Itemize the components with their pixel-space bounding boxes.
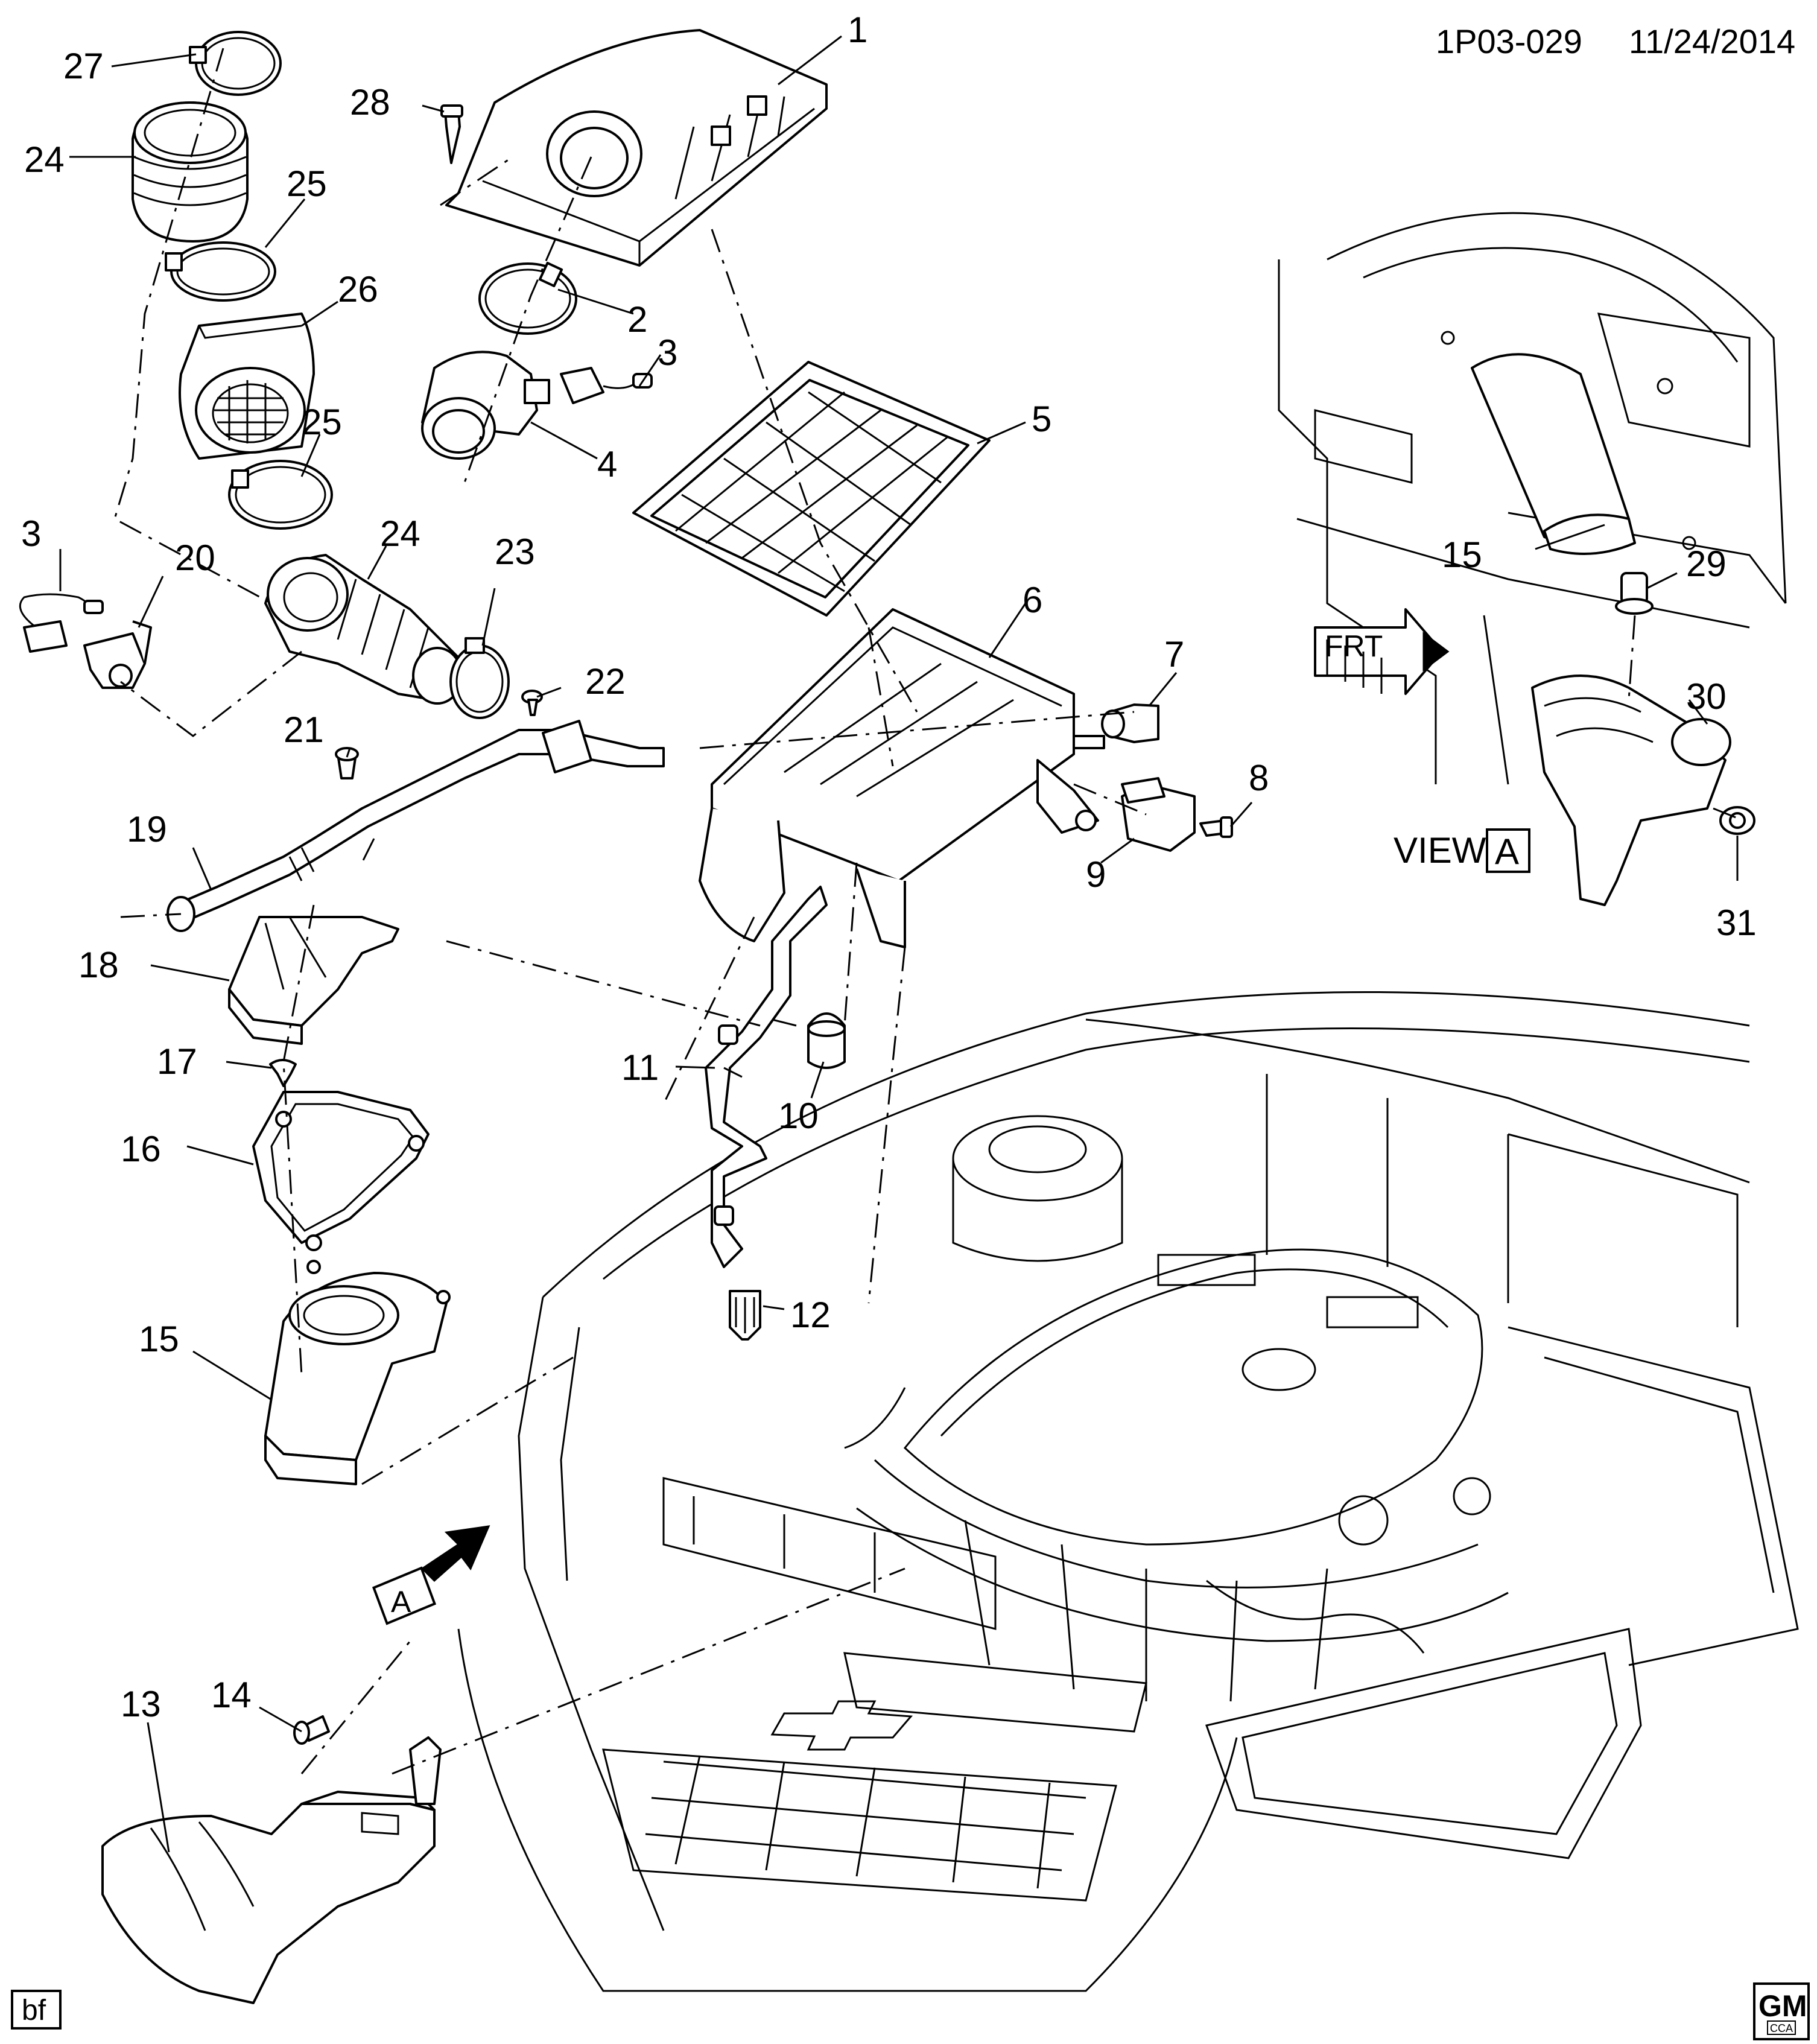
part-13-lower-air-duct <box>101 1736 442 2004</box>
part-12-fitting <box>729 1290 761 1341</box>
callout-11: 11 <box>621 1047 659 1088</box>
part-21-bolt <box>335 747 359 779</box>
callout-14: 14 <box>211 1675 252 1715</box>
part-3-wiring-connector-upper <box>560 367 653 404</box>
part-16-seal <box>252 1091 430 1251</box>
callout-17: 17 <box>157 1041 197 1082</box>
part-28-screw <box>440 104 463 164</box>
part-17-push-pin <box>269 1059 297 1087</box>
callout-18: 18 <box>78 945 119 985</box>
part-25-clamp-upper <box>165 241 276 302</box>
callout-7: 7 <box>1164 634 1184 674</box>
callout-12: 12 <box>790 1295 831 1335</box>
part-11-vent-hose <box>705 886 828 1268</box>
part-27-clamp <box>189 31 282 96</box>
vehicle-front-illustration <box>457 991 1799 1992</box>
part-4-maf-sensor-housing <box>421 351 550 460</box>
part-25-clamp-lower <box>228 460 333 530</box>
view-letter: A <box>1495 831 1519 872</box>
callout-numbers: 1 2 3 4 5 6 7 8 9 10 11 12 13 14 15 16 1… <box>21 10 1757 1724</box>
callout-9: 9 <box>1086 854 1106 895</box>
part-19-pcv-tube <box>166 720 665 932</box>
callout-26: 26 <box>338 269 378 309</box>
part-9-sensor <box>1121 777 1196 852</box>
callout-27: 27 <box>63 46 104 86</box>
callout-1: 1 <box>848 10 867 50</box>
callout-29: 29 <box>1686 544 1727 584</box>
callout-13: 13 <box>121 1684 161 1724</box>
part-7-grommet <box>1101 703 1159 743</box>
alignment-center-lines <box>113 48 1744 1775</box>
gm-logo-sub: CCA <box>1770 2022 1793 2034</box>
part-8-bolt <box>1199 816 1233 838</box>
callout-28: 28 <box>350 82 390 122</box>
callout-25-upper: 25 <box>287 163 327 204</box>
callout-4: 4 <box>597 444 617 484</box>
callout-15: 15 <box>139 1319 179 1359</box>
callout-10: 10 <box>778 1096 819 1136</box>
callout-24-lower: 24 <box>380 513 420 554</box>
callout-5: 5 <box>1032 399 1051 439</box>
callout-23: 23 <box>495 532 535 572</box>
part-5-air-filter-element <box>632 361 991 617</box>
part-18-duct-seal <box>228 916 399 1045</box>
callout-21: 21 <box>284 709 324 750</box>
diagram-date: 11/24/2014 <box>1629 22 1795 60</box>
part-14-bolt <box>293 1715 330 1745</box>
callout-30: 30 <box>1686 676 1727 717</box>
view-a-inset: FRT VIEW A <box>1278 212 1787 906</box>
part-26-resonator <box>179 313 315 460</box>
part-23-clamp <box>449 637 510 719</box>
front-arrow-icon <box>1314 608 1443 695</box>
part-24-duct-upper <box>132 101 249 243</box>
view-word: VIEW <box>1394 830 1486 871</box>
callout-6: 6 <box>1023 580 1042 620</box>
view-a-arrow-letter: A <box>391 1585 411 1619</box>
part-15-air-inlet-duct <box>264 1260 451 1485</box>
part-20-sensor <box>83 620 152 689</box>
gm-logo-text: GM <box>1758 1989 1807 2023</box>
view-a-arrow-icon: A <box>372 1525 490 1625</box>
front-label: FRT <box>1325 629 1383 663</box>
callout-24-upper: 24 <box>24 139 65 180</box>
part-3-wiring-connector-lower <box>19 593 104 653</box>
callout-25-lower: 25 <box>302 402 342 442</box>
part-6-air-cleaner-housing-lower <box>699 608 1105 948</box>
callout-22: 22 <box>585 661 626 702</box>
gm-logo: GM CCA <box>1753 1982 1810 2040</box>
corner-code-text: bf <box>22 1995 46 2027</box>
callout-3: 3 <box>658 332 677 373</box>
part-2-clamp <box>478 261 577 335</box>
callout-19: 19 <box>127 809 167 849</box>
callout-2: 2 <box>627 299 647 340</box>
callout-8: 8 <box>1249 758 1269 798</box>
callout-16: 16 <box>121 1129 161 1169</box>
callout-20: 20 <box>175 538 215 578</box>
part-1-air-cleaner-housing-upper <box>445 29 828 267</box>
view-letter-box <box>1486 828 1530 873</box>
footer-corner-code: bf <box>11 1990 62 2030</box>
callout-15-view-a: 15 <box>1442 535 1482 575</box>
callout-leader-lines <box>59 35 1739 1853</box>
callout-3-lower: 3 <box>21 513 41 554</box>
part-24-duct-lower <box>264 554 463 705</box>
callout-31: 31 <box>1716 903 1757 943</box>
part-10-grommet <box>807 1012 846 1069</box>
diagram-id: 1P03-029 <box>1436 22 1582 60</box>
part-22-fastener <box>521 690 543 716</box>
